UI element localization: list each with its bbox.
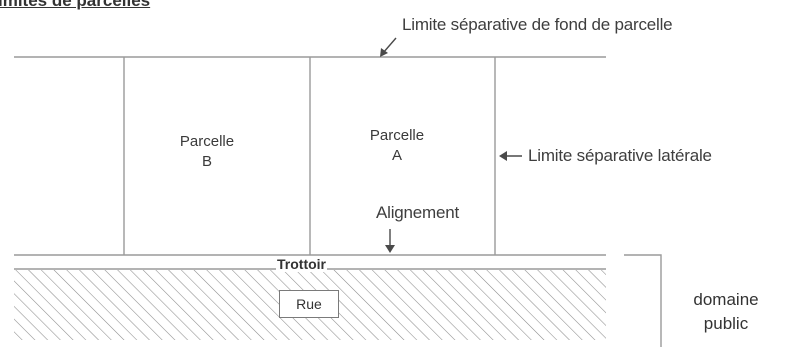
diagram-title: imites de parcelles <box>0 0 151 10</box>
lateral-boundary-arrow <box>499 151 522 161</box>
parcel-b-letter: B <box>201 153 212 170</box>
parcel-b-name: Parcelle <box>179 133 235 150</box>
parcel-b-label: Parcelle B <box>172 132 242 172</box>
parcel-a-label: Parcelle A <box>362 126 432 166</box>
rear-boundary-label: Limite séparative de fond de parcelle <box>402 15 673 34</box>
public-domain-line1: domaine <box>693 290 759 309</box>
public-domain-label: domaine public <box>676 288 776 336</box>
rear-boundary-arrow <box>380 37 397 57</box>
sidewalk-label: Trottoir <box>276 256 327 272</box>
public-domain-bracket <box>624 254 662 347</box>
alignment-arrow <box>385 229 395 253</box>
parcel-a-letter: A <box>391 147 402 164</box>
street-label: Rue <box>279 290 339 318</box>
lateral-boundary-label: Limite séparative latérale <box>528 146 712 165</box>
public-domain-line2: public <box>703 314 749 333</box>
alignment-label: Alignement <box>376 203 460 222</box>
parcel-a-name: Parcelle <box>369 127 425 144</box>
